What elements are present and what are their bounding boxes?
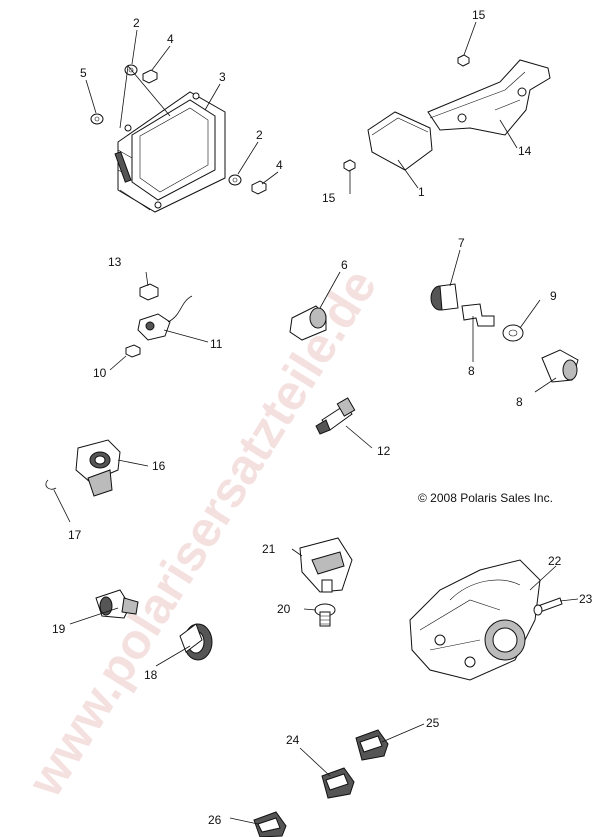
callout-4b: 4 — [276, 158, 283, 172]
throttle-screw-part — [533, 597, 563, 616]
relay-25-part — [355, 729, 389, 761]
sensor-7-part — [430, 283, 459, 311]
callout-26: 26 — [208, 813, 222, 827]
callout-labels: 2 4 3 5 2 4 15 14 15 1 13 6 7 9 11 8 10 … — [52, 8, 593, 827]
nut-9-part — [502, 324, 524, 342]
cover-part — [367, 111, 433, 171]
callout-23: 23 — [579, 592, 593, 606]
callout-1: 1 — [418, 185, 425, 199]
callout-4a: 4 — [167, 32, 174, 46]
callout-18: 18 — [144, 668, 158, 682]
callout-25: 25 — [426, 716, 440, 730]
sensor-8-part — [541, 349, 579, 383]
clip-part — [45, 479, 57, 490]
callout-2a: 2 — [133, 16, 140, 30]
tag-8-part — [461, 303, 495, 327]
callout-13: 13 — [108, 255, 122, 269]
callout-16: 16 — [152, 459, 166, 473]
callout-8a: 8 — [468, 364, 475, 378]
leader-lines — [53, 21, 579, 825]
fitting-part — [314, 603, 336, 627]
sensor-11-part — [137, 295, 193, 341]
callout-3: 3 — [219, 70, 226, 84]
callout-22: 22 — [548, 554, 562, 568]
temp-sensor-12-part — [315, 397, 356, 435]
sensor-6-part — [289, 305, 327, 341]
knock-sensor-part — [75, 439, 121, 497]
bolt-part — [142, 69, 267, 195]
bracket-part — [427, 59, 551, 136]
callout-9: 9 — [550, 289, 557, 303]
sensor-bolt-part — [125, 283, 159, 358]
throttle-body-part — [409, 559, 541, 681]
callout-11: 11 — [210, 337, 223, 351]
map-sensor-part — [299, 537, 353, 593]
copyright-text: © 2008 Polaris Sales Inc. — [418, 491, 553, 505]
callout-2b: 2 — [256, 128, 263, 142]
ecu-module-part — [114, 91, 226, 213]
grommet-part — [179, 623, 213, 661]
bulb-socket-part — [95, 589, 139, 619]
callout-21: 21 — [262, 542, 276, 556]
callout-5: 5 — [80, 66, 87, 80]
callout-15b: 15 — [322, 191, 336, 205]
callout-15a: 15 — [472, 8, 486, 22]
callout-24: 24 — [286, 733, 300, 747]
callout-6: 6 — [341, 258, 348, 272]
callout-19: 19 — [52, 622, 66, 636]
callout-17: 17 — [68, 528, 82, 542]
callout-7: 7 — [458, 236, 465, 250]
callout-12: 12 — [377, 444, 391, 458]
screw-part — [343, 54, 470, 172]
callout-20: 20 — [277, 602, 291, 616]
callout-14: 14 — [518, 144, 532, 158]
callout-8b: 8 — [516, 395, 523, 409]
relay-26-part — [253, 811, 287, 837]
callout-10: 10 — [93, 366, 107, 380]
